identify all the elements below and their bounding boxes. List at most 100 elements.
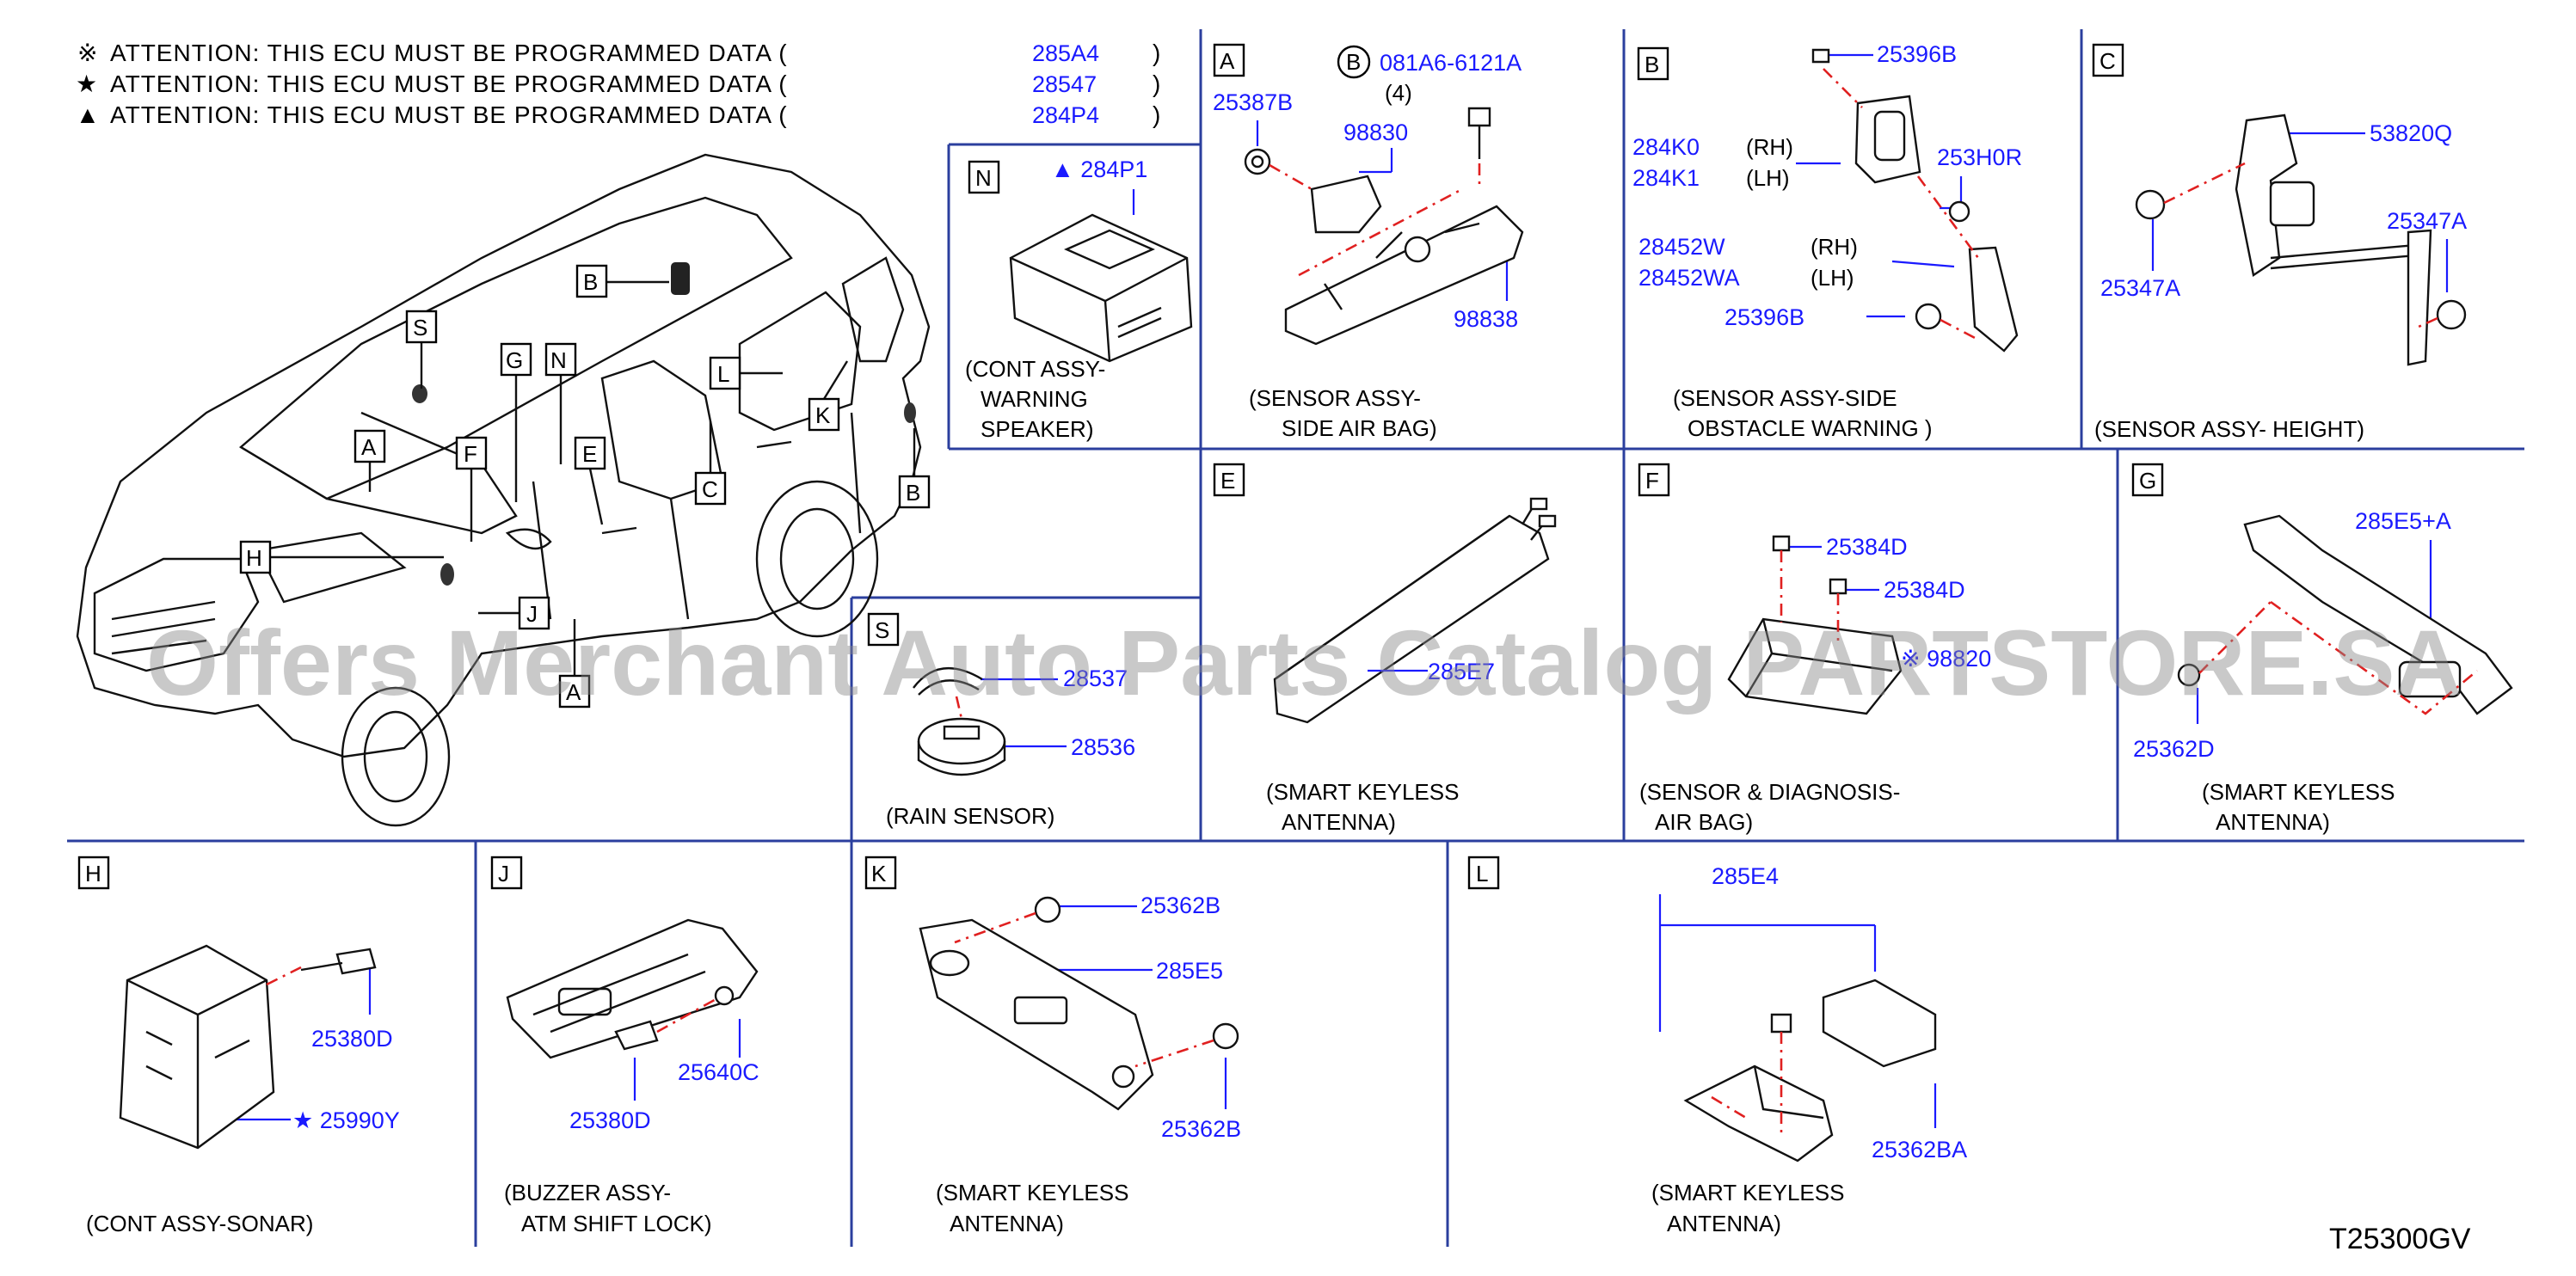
panel-l: L 285E4 25362BA (SMART KEYLESS ANTENNA) — [1467, 856, 1967, 1236]
panel-caption: (RAIN SENSOR) — [886, 803, 1054, 829]
attention-text: ATTENTION: THIS ECU MUST BE PROGRAMMED D… — [110, 40, 788, 66]
keyless-antenna-k-drawing — [919, 896, 1239, 1111]
panel-letter-box — [1213, 43, 1245, 77]
panel-caption: WARNING — [981, 386, 1088, 412]
panel-caption: (SMART KEYLESS — [1651, 1180, 1844, 1205]
panel-caption: (SENSOR & DIAGNOSIS- — [1639, 779, 1900, 805]
attention-notes: ※ ATTENTION: THIS ECU MUST BE PROGRAMMED… — [76, 40, 1161, 128]
attention-close: ) — [1153, 40, 1161, 66]
part-number[interactable]: 25380D — [311, 1026, 393, 1052]
part-number[interactable]: 25387B — [1213, 89, 1293, 115]
part-number[interactable]: 25362D — [2133, 736, 2215, 762]
svg-text:K: K — [815, 402, 831, 428]
panel-a: A B 081A6-6121A (4) 25387B 98830 98838 (… — [1213, 43, 1524, 441]
part-number[interactable]: 25362B — [1140, 893, 1220, 918]
panel-n: N ▲ 284P1 (CONT ASSY- WARNING SPEAKER) — [965, 156, 1193, 442]
part-number[interactable]: 28536 — [1071, 734, 1135, 760]
attention-part[interactable]: 28547 — [1032, 71, 1097, 97]
part-number[interactable]: 98830 — [1343, 120, 1408, 145]
part-number[interactable]: 284K1 — [1632, 165, 1700, 191]
part-side: (RH) — [1746, 134, 1793, 160]
diagram-code: T25300GV — [2329, 1223, 2471, 1255]
attention-close: ) — [1153, 71, 1161, 97]
attention-symbol: ※ — [77, 40, 98, 66]
svg-text:J: J — [526, 601, 538, 627]
component-h-mark — [440, 563, 454, 586]
panel-letter: K — [871, 861, 887, 886]
panel-letter: L — [1476, 861, 1488, 886]
svg-text:F: F — [464, 441, 477, 467]
panel-caption: (SENSOR ASSY-SIDE — [1673, 385, 1897, 411]
part-number[interactable]: ▲ 284P1 — [1051, 156, 1147, 182]
part-number[interactable]: ※ 98820 — [1901, 646, 1991, 672]
car-callout[interactable]: H — [239, 540, 444, 574]
panel-caption: OBSTACLE WARNING ) — [1688, 415, 1933, 441]
part-number[interactable]: 285E5+A — [2355, 508, 2451, 534]
part-side: (LH) — [1746, 165, 1790, 191]
part-number[interactable]: 081A6-6121A — [1380, 50, 1522, 76]
car-callout[interactable]: J — [478, 596, 550, 630]
sonar-controller-drawing — [119, 944, 377, 1150]
svg-text:A: A — [361, 434, 377, 460]
car-callout[interactable]: G — [500, 342, 532, 502]
svg-text:H: H — [246, 545, 262, 571]
part-number[interactable]: 98838 — [1454, 306, 1518, 332]
car-callout[interactable]: F — [455, 436, 488, 542]
part-number[interactable]: 25396B — [1877, 41, 1957, 67]
part-number[interactable]: 25384D — [1884, 577, 1965, 603]
rain-sensor-drawing — [913, 667, 1006, 776]
part-number[interactable]: 285E7 — [1428, 659, 1495, 684]
part-number[interactable]: 25362B — [1161, 1116, 1241, 1142]
panel-caption: (SENSOR ASSY- — [1249, 385, 1421, 411]
car-callout[interactable]: S — [405, 310, 438, 389]
panel-c: C 53820Q 25347A 25347A (SENSOR ASSY- HEI… — [2092, 43, 2467, 442]
car-callout[interactable]: C — [694, 421, 727, 506]
panel-caption: ANTENNA) — [2216, 809, 2330, 835]
part-number[interactable]: 28452W — [1638, 234, 1725, 260]
panel-caption: (SMART KEYLESS — [1266, 779, 1459, 805]
panel-caption: ATM SHIFT LOCK) — [521, 1211, 712, 1236]
panel-k: K 25362B 285E5 25362B (SMART KEYLESS ANT… — [864, 856, 1241, 1236]
car-callout[interactable]: A — [354, 429, 386, 492]
part-number[interactable]: 285E4 — [1712, 863, 1779, 889]
svg-text:A: A — [566, 679, 581, 705]
part-number[interactable]: 25380D — [569, 1107, 651, 1133]
car-callout[interactable]: N — [544, 342, 577, 464]
svg-text:L: L — [717, 361, 729, 387]
part-number[interactable]: 28537 — [1063, 666, 1128, 691]
attention-part[interactable]: 285A4 — [1032, 40, 1099, 66]
car-callout[interactable]: B — [898, 428, 931, 509]
car-callout[interactable]: E — [574, 436, 606, 525]
part-number[interactable]: 25347A — [2100, 275, 2180, 301]
part-number[interactable]: 25347A — [2387, 208, 2467, 234]
car-callout[interactable]: A — [558, 619, 591, 709]
car-callout[interactable]: K — [808, 360, 849, 432]
svg-text:S: S — [413, 315, 427, 340]
panel-letter-box — [1467, 856, 1500, 890]
panel-letter: J — [498, 861, 509, 886]
part-number[interactable]: 25362BA — [1872, 1137, 1967, 1163]
car-callout[interactable]: B — [575, 264, 669, 298]
panel-e: E 285E7 (SMART KEYLESS ANTENNA) — [1213, 463, 1557, 835]
attention-part[interactable]: 284P4 — [1032, 102, 1099, 128]
panel-b: B 25396B 284K0 (RH) 284K1 (LH) 253H0R 28… — [1632, 41, 2022, 441]
attention-text: ATTENTION: THIS ECU MUST BE PROGRAMMED D… — [110, 71, 788, 97]
height-sensor-drawing — [2135, 113, 2467, 366]
part-number[interactable]: 25384D — [1826, 534, 1908, 560]
part-number[interactable]: 284K0 — [1632, 134, 1700, 160]
part-number[interactable]: 25640C — [678, 1059, 759, 1085]
part-number[interactable]: 253H0R — [1937, 144, 2022, 170]
part-number[interactable]: 25396B — [1725, 304, 1804, 330]
car-callout[interactable]: L — [709, 356, 783, 390]
part-number[interactable]: 285E5 — [1156, 958, 1223, 984]
part-number[interactable]: 53820Q — [2370, 120, 2452, 146]
part-number[interactable]: 28452WA — [1638, 265, 1740, 291]
part-number[interactable]: ★ 25990Y — [292, 1107, 400, 1133]
smart-keyless-antenna-drawing — [1273, 497, 1557, 724]
panel-letter-box — [968, 160, 1000, 194]
panel-s: S 28537 28536 (RAIN SENSOR) — [867, 612, 1135, 829]
part-side: (RH) — [1811, 234, 1858, 260]
attention-close: ) — [1153, 101, 1161, 128]
part-quantity: (4) — [1385, 80, 1412, 106]
panel-g: G 285E5+A 25362D (SMART KEYLESS ANTENNA) — [2131, 463, 2513, 835]
